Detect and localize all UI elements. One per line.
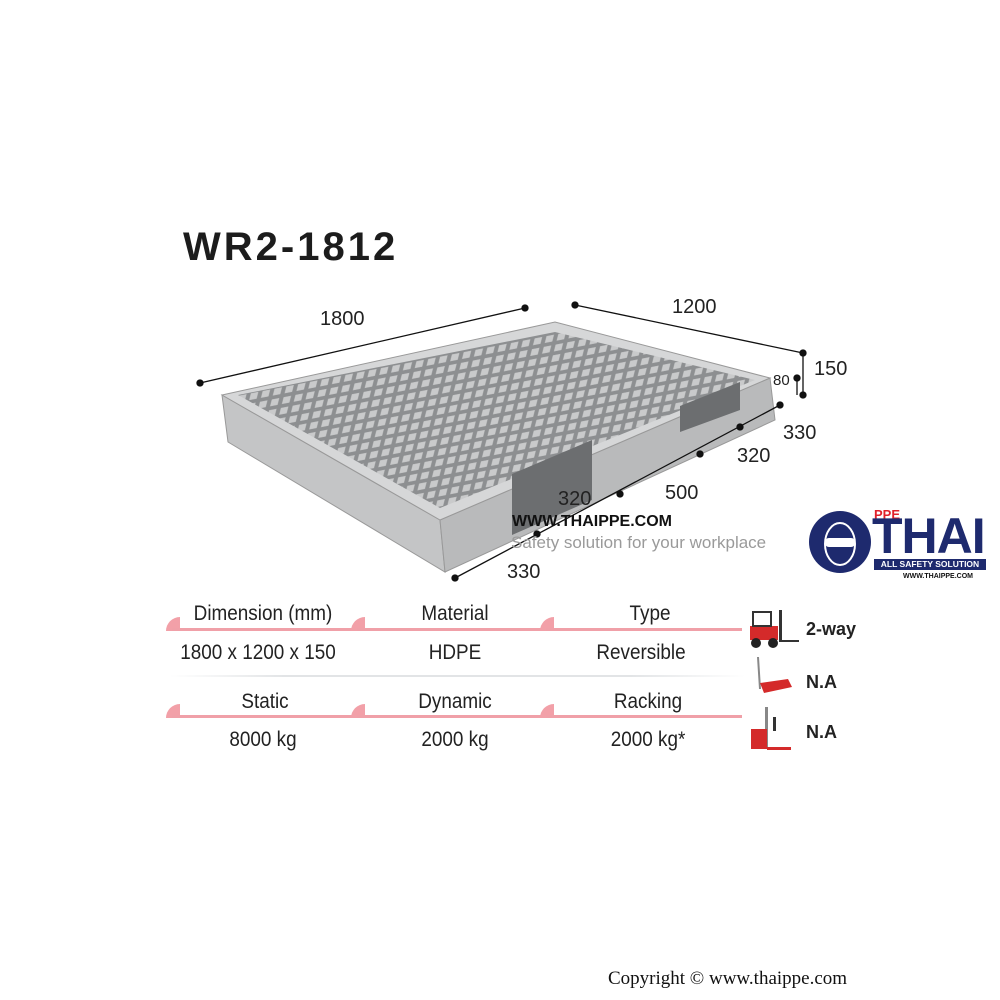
segment-label: 320 (558, 488, 592, 510)
width-label: 1200 (672, 296, 717, 318)
watermark-tagline: Safety solution for your workplace (511, 533, 767, 552)
deck-label: 80 (773, 372, 790, 389)
handling-label: 2-way (806, 619, 857, 639)
spec-value: 2000 kg (421, 728, 489, 751)
logo-url: WWW.THAIPPE.COM (903, 573, 973, 580)
spec-value: Reversible (596, 641, 686, 664)
segment-label: 330 (783, 422, 817, 444)
spec-label: Dynamic (418, 690, 492, 713)
spec-label: Type (629, 602, 671, 625)
handling-label: N.A (806, 722, 837, 742)
hand-pallet-truck-icon (757, 656, 792, 693)
product-model-title: WR2-1812 (183, 225, 399, 269)
pallet-image (220, 321, 776, 573)
segment-label: 320 (737, 445, 771, 467)
watermark-site: WWW.THAIPPE.COM (512, 513, 672, 530)
segment-label: 330 (507, 561, 541, 583)
segment-label: 500 (665, 482, 699, 504)
spec-value: 8000 kg (229, 728, 297, 751)
fork-opening (512, 440, 592, 535)
spec-label: Static (241, 690, 289, 713)
logo-main-text: THAI (872, 508, 986, 564)
spec-label: Racking (613, 690, 683, 713)
logo-band: ALL SAFETY SOLUTION (874, 559, 986, 570)
logo-top-text: PPE (874, 507, 901, 522)
stacker-icon (751, 707, 791, 750)
spec-value: HDPE (428, 641, 482, 664)
spec-label: Dimension (mm) (193, 602, 333, 625)
safety-goggles-face-icon (809, 511, 871, 573)
spec-label: Material (421, 602, 489, 625)
length-label: 1800 (320, 308, 365, 330)
dimension-lines (196, 301, 807, 582)
spec-value: 1800 x 1200 x 150 (180, 641, 336, 664)
fork-opening (680, 382, 740, 432)
ppe-thai-logo: PPE THAI ALL SAFETY SOLUTION WWW.THAIPPE… (808, 507, 993, 602)
height-label: 150 (814, 358, 848, 380)
spec-value: 2000 kg* (610, 728, 686, 751)
copyright: Copyright © www.thaippe.com (608, 968, 848, 989)
handling-label: N.A (806, 672, 837, 692)
divider (170, 675, 745, 677)
forklift-icon (750, 610, 799, 648)
pallet-diagram (196, 301, 807, 582)
